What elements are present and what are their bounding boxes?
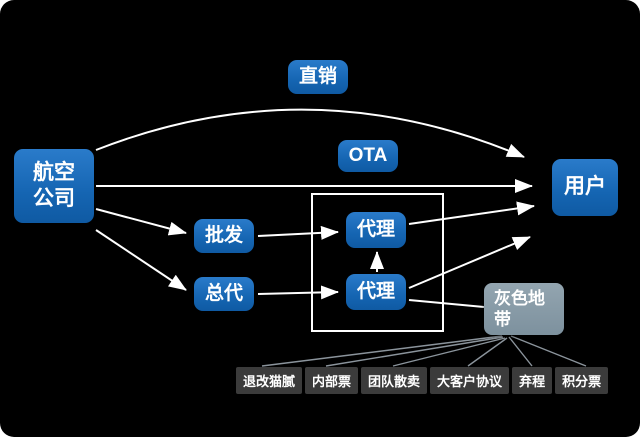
node-airline-label: 航空公司 xyxy=(33,160,75,210)
gray-item-refund-tricks: 退改猫腻 xyxy=(236,367,303,394)
arrow-airline-to-general-agent xyxy=(95,229,187,291)
gray-item-abandoned-segments: 弃程 xyxy=(512,367,553,394)
arrow-general-to-agent xyxy=(257,285,339,300)
node-agent-upper: 代理 xyxy=(346,212,406,248)
node-ota: OTA xyxy=(338,140,398,172)
fan-line-6 xyxy=(510,335,587,367)
node-general-agent-label: 总代 xyxy=(204,283,243,305)
gray-item-corporate-agreement: 大客户协议 xyxy=(430,367,510,394)
node-agent-upper-label: 代理 xyxy=(356,219,395,241)
fan-line-5 xyxy=(508,336,533,367)
fan-line-3 xyxy=(392,337,506,367)
fan-line-4 xyxy=(467,337,508,367)
node-direct-sales: 直销 xyxy=(288,60,348,94)
agent-group-border xyxy=(311,193,444,332)
connector-agent-to-gray-zone xyxy=(408,299,485,308)
gray-item-group-resale: 团队散卖 xyxy=(361,367,428,394)
node-agent-lower-label: 代理 xyxy=(356,281,395,303)
arrow-airline-to-wholesale xyxy=(95,208,187,236)
gray-item-internal-tickets: 内部票 xyxy=(305,367,359,394)
gray-zone-item-row: 退改猫腻 内部票 团队散卖 大客户协议 弃程 积分票 xyxy=(236,367,609,394)
node-airline-company: 航空公司 xyxy=(14,149,94,223)
node-direct-sales-label: 直销 xyxy=(298,66,337,88)
node-user: 用户 xyxy=(552,159,618,216)
arrow-wholesale-to-agent xyxy=(257,225,339,240)
node-gray-zone-label: 灰色地带 xyxy=(494,288,545,329)
arrow-direct-sales xyxy=(95,108,525,158)
node-ota-label: OTA xyxy=(348,145,388,167)
fan-line-1 xyxy=(261,335,503,367)
arrow-agent-lower-to-user xyxy=(408,236,531,289)
node-wholesale: 批发 xyxy=(194,219,254,253)
node-wholesale-label: 批发 xyxy=(204,225,243,247)
node-user-label: 用户 xyxy=(564,175,606,199)
node-gray-zone: 灰色地带 xyxy=(484,283,564,335)
node-agent-lower: 代理 xyxy=(346,274,406,310)
arrow-agent-upper-to-user xyxy=(408,201,535,225)
gray-item-points-tickets: 积分票 xyxy=(555,367,609,394)
fan-line-2 xyxy=(325,336,504,367)
node-general-agent: 总代 xyxy=(194,277,254,311)
